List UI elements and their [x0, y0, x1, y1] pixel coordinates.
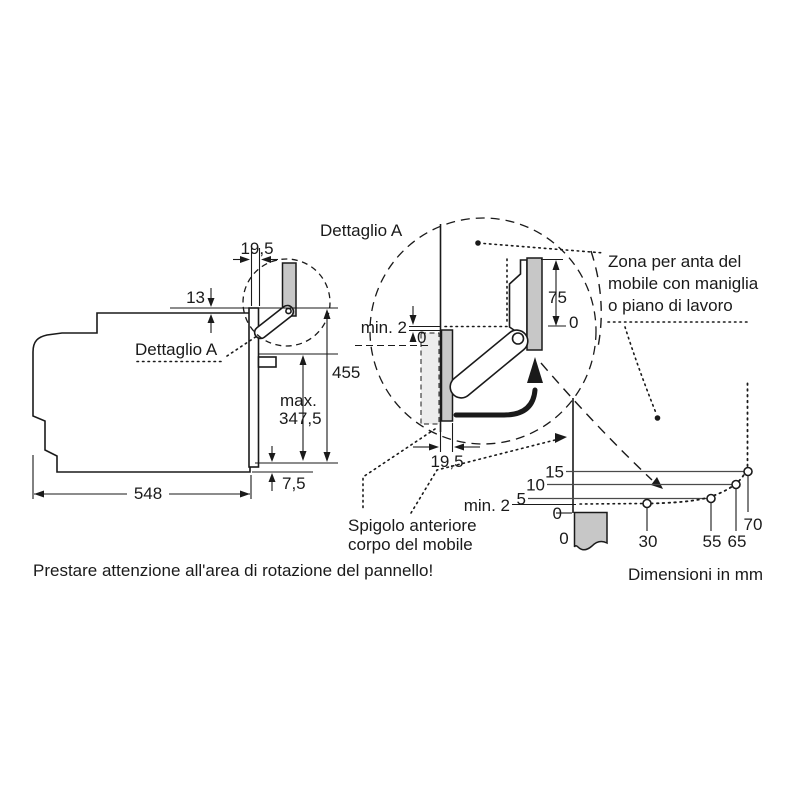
dim-label-548: 548 — [134, 484, 162, 503]
zona-leader-top — [483, 242, 605, 254]
cabinet-edge-section — [573, 511, 608, 551]
dimension-door-gap: 19,5 — [233, 239, 278, 306]
leader-dot — [475, 240, 481, 246]
spigolo-leader-right — [410, 438, 560, 514]
dimension-top-gap: 13 — [170, 288, 338, 333]
zona-label-line1: Zona per anta del — [608, 252, 741, 271]
graph-x-65: 65 — [728, 532, 747, 551]
spigolo-label-line2: corpo del mobile — [348, 535, 473, 554]
oven-control-knob — [257, 356, 277, 368]
graph-y-10: 10 — [526, 476, 545, 495]
oven-body-outline — [32, 312, 251, 473]
zona-leader-dot — [654, 415, 661, 421]
graph-y-5: 5 — [517, 490, 526, 509]
dim-label-max: max. — [280, 391, 317, 410]
graph-x-0: 0 — [559, 529, 568, 548]
dimension-depth-548: 548 — [32, 455, 252, 503]
door-swing-arc — [590, 250, 602, 348]
dimension-min-2-detail: min. 2 0 — [355, 306, 508, 347]
door-bracket — [508, 259, 528, 341]
dimension-75: 75 0 — [541, 258, 578, 332]
dimension-max-347-5: max. 347,5 — [258, 353, 338, 461]
graph-x-70: 70 — [744, 515, 763, 534]
door-swing-arrow — [453, 387, 538, 418]
cabinet-board — [420, 332, 440, 425]
furniture-door-panel — [526, 257, 543, 351]
hinge-arm-detail — [449, 329, 529, 399]
dimension-19-5-detail: 19,5 — [413, 423, 480, 471]
spigolo-leader-left — [362, 428, 436, 512]
detail-callout-main: Dettaglio A — [135, 335, 258, 363]
spigolo-label-line1: Spigolo anteriore — [348, 516, 477, 535]
dim-label-75: 75 — [548, 288, 567, 307]
clearance-graph: 15 10 5 min. 2 0 0 30 55 65 70 — [464, 380, 763, 551]
curve-point-55 — [706, 493, 716, 504]
oven-flange — [440, 329, 454, 422]
dim-label-455: 455 — [332, 363, 360, 382]
zona-label-line2: mobile con maniglia — [608, 274, 759, 293]
dim-label-347-5: 347,5 — [279, 409, 322, 428]
text-annotations: Zona per anta del mobile con maniglia o … — [33, 252, 763, 584]
zona-leader-bottom — [624, 326, 657, 414]
spigolo-leader-arrowhead — [555, 433, 567, 443]
rotation-warning: Prestare attenzione all'area di rotazion… — [33, 561, 433, 580]
dim-label-zero-top: 0 — [417, 328, 426, 347]
graph-y-0: 0 — [553, 504, 562, 523]
detail-ref-label: Dettaglio A — [135, 340, 218, 359]
detail-a-view: Dettaglio A min. 2 0 — [320, 217, 663, 489]
swing-projection-line — [540, 362, 653, 481]
zona-label-line3: o piano di lavoro — [608, 296, 733, 315]
dim-label-19-5-main: 19,5 — [240, 239, 273, 258]
dim-label-min-2: min. 2 — [361, 318, 407, 337]
curve-point-70 — [743, 466, 753, 477]
door-swing-arrowhead — [527, 357, 543, 383]
dim-label-zero-right: 0 — [569, 313, 578, 332]
hinge-pivot — [285, 307, 292, 315]
detail-circle — [369, 217, 597, 445]
curve-point-30 — [642, 498, 652, 509]
swing-projection-arrowhead — [651, 477, 663, 489]
graph-x-30: 30 — [639, 532, 658, 551]
curve-point-65 — [731, 479, 741, 490]
dimension-height-455: 455 — [255, 309, 360, 464]
dim-label-13: 13 — [186, 288, 205, 307]
graph-y-15: 15 — [545, 463, 564, 482]
dim-label-19-5-detail: 19,5 — [430, 452, 463, 471]
hinge-pivot-detail — [511, 332, 525, 345]
graph-x-55: 55 — [703, 532, 722, 551]
oven-side-view — [32, 258, 331, 473]
units-note: Dimensioni in mm — [628, 565, 763, 584]
detail-title: Dettaglio A — [320, 221, 403, 240]
graph-y-min2: min. 2 — [464, 496, 510, 515]
leader-lines — [362, 326, 661, 514]
detail-circle-marker — [242, 258, 331, 347]
dim-label-7-5: 7,5 — [282, 474, 306, 493]
dimension-bottom-7-5: 7,5 — [252, 446, 313, 493]
